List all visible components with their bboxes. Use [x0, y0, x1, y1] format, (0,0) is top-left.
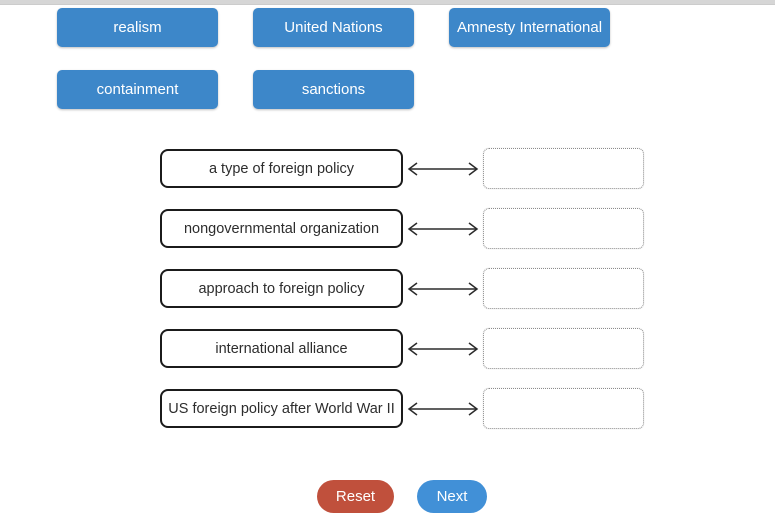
word-chip-containment[interactable]: containment — [57, 70, 218, 109]
word-bank: realism United Nations Amnesty Internati… — [57, 8, 617, 109]
word-chip-sanctions[interactable]: sanctions — [253, 70, 414, 109]
word-chip-united-nations[interactable]: United Nations — [253, 8, 414, 47]
matching-exercise: a type of foreign policy nongovernmental… — [160, 148, 644, 448]
double-arrow-icon — [403, 280, 483, 298]
term-label: a type of foreign policy — [160, 149, 403, 188]
match-row: US foreign policy after World War II — [160, 388, 644, 429]
match-row: nongovernmental organization — [160, 208, 644, 249]
term-label: nongovernmental organization — [160, 209, 403, 248]
answer-drop-zone[interactable] — [483, 268, 644, 309]
double-arrow-icon — [403, 160, 483, 178]
double-arrow-icon — [403, 340, 483, 358]
answer-drop-zone[interactable] — [483, 328, 644, 369]
term-label: US foreign policy after World War II — [160, 389, 403, 428]
double-arrow-icon — [403, 220, 483, 238]
match-row: approach to foreign policy — [160, 268, 644, 309]
top-divider-bar — [0, 0, 775, 5]
footer-actions: Reset Next — [317, 480, 487, 513]
term-label: international alliance — [160, 329, 403, 368]
term-label: approach to foreign policy — [160, 269, 403, 308]
word-chip-amnesty-international[interactable]: Amnesty International — [449, 8, 610, 47]
word-chip-realism[interactable]: realism — [57, 8, 218, 47]
answer-drop-zone[interactable] — [483, 388, 644, 429]
answer-drop-zone[interactable] — [483, 148, 644, 189]
reset-button[interactable]: Reset — [317, 480, 394, 513]
match-row: international alliance — [160, 328, 644, 369]
next-button[interactable]: Next — [417, 480, 487, 513]
answer-drop-zone[interactable] — [483, 208, 644, 249]
match-row: a type of foreign policy — [160, 148, 644, 189]
double-arrow-icon — [403, 400, 483, 418]
